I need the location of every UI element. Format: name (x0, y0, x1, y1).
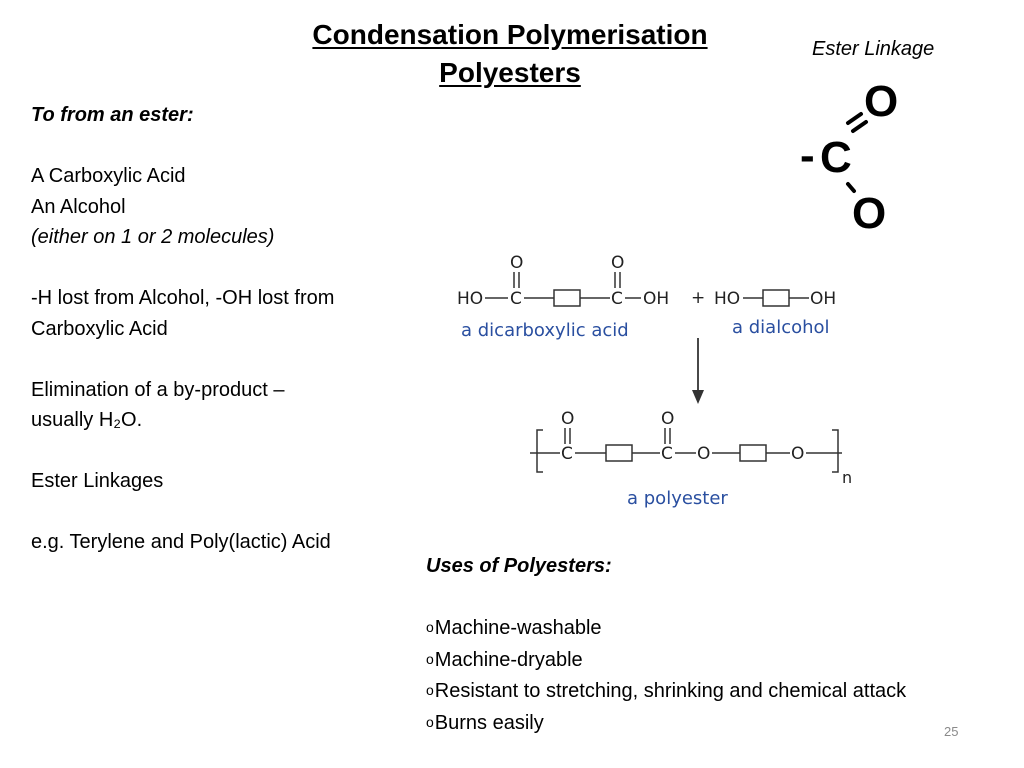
bullet-icon: o (426, 713, 434, 730)
bracket-right (832, 429, 839, 473)
elimination-line-2: usually H₂O. (31, 409, 143, 431)
polyester-label: a polyester (627, 488, 728, 509)
title-line-2: Polyesters (439, 57, 581, 88)
ester-oxygen-top: O (864, 77, 899, 126)
bracket-left (536, 429, 543, 473)
reactant-group-box (553, 289, 581, 307)
ester-single-bond (846, 182, 856, 193)
ester-linkage-label: Ester Linkage (812, 38, 935, 60)
ester-oxygen-bottom: O (852, 189, 887, 238)
example-note: e.g. Terylene and Poly(lactic) Acid (31, 531, 331, 553)
polyester-reaction-scheme: HO C O C O OH + HO OH a dicarboxylic aci… (457, 253, 852, 509)
use-item: oMachine-washable (426, 617, 602, 639)
loss-line-1: -H lost from Alcohol, -OH lost from (31, 287, 335, 309)
repeat-subscript-n: n (842, 468, 852, 487)
bullet-icon: o (426, 619, 434, 635)
dialcohol-ho: HO (714, 289, 740, 309)
polymer-o-left: O (561, 409, 574, 429)
ester-carbon: C (820, 133, 852, 182)
uses-of-polyesters: Uses of Polyesters: oMachine-washable oM… (426, 551, 1016, 738)
polymer-o-end: O (791, 444, 804, 464)
dicarboxylic-acid-label: a dicarboxylic acid (461, 320, 629, 341)
dialcohol-group-box (762, 289, 790, 307)
reactant-o-left: O (510, 253, 523, 273)
polymer-group-box-2 (739, 444, 767, 462)
use-item: oMachine-dryable (426, 648, 583, 671)
polymer-c-left: C (561, 444, 573, 464)
ester-double-bond-2 (851, 120, 868, 133)
plus-sign: + (691, 288, 705, 308)
ester-formation-notes: To from an ester: A Carboxylic Acid An A… (31, 100, 411, 558)
polymer-ester-o: O (697, 444, 710, 464)
loss-line-2: Carboxylic Acid (31, 317, 168, 340)
elimination-line-1: Elimination of a by-product – (31, 378, 285, 401)
ester-linkage-structure: - C O O (790, 78, 930, 238)
reactant-c-left: C (510, 289, 522, 309)
reactant-o-right: O (611, 253, 624, 273)
polymer-group-box-1 (605, 444, 633, 462)
reactant-oh: OH (643, 289, 669, 309)
use-item: oResistant to stretching, shrinking and … (426, 680, 907, 702)
reaction-arrow-head (692, 390, 704, 404)
page-number: 25 (944, 724, 959, 739)
slide-title: Condensation Polymerisation Polyesters (250, 16, 770, 92)
ingredient-alcohol: An Alcohol (31, 195, 126, 218)
use-item: oBurns easily (426, 711, 544, 734)
ester-dash: - (800, 131, 815, 180)
dialcohol-oh: OH (810, 289, 836, 309)
ester-bonds (846, 112, 868, 193)
reactant-ho: HO (457, 289, 483, 309)
dialcohol-label: a dialcohol (732, 317, 830, 338)
polymer-c-right: C (661, 444, 673, 464)
bullet-icon: o (426, 682, 434, 698)
scheme-labels: a dicarboxylic acid a dialcohol a polyes… (461, 317, 830, 509)
polymer-o-right: O (661, 409, 674, 429)
bullet-icon: o (426, 650, 434, 667)
ingredient-note: (either on 1 or 2 molecules) (31, 226, 275, 248)
uses-heading: Uses of Polyesters: (426, 555, 612, 577)
title-line-1: Condensation Polymerisation (312, 19, 708, 50)
ester-double-bond-1 (846, 112, 863, 125)
ingredient-carboxylic-acid: A Carboxylic Acid (31, 165, 186, 187)
ester-linkages-note: Ester Linkages (31, 470, 164, 492)
notes-heading: To from an ester: (31, 104, 194, 126)
reactant-c-right: C (611, 289, 623, 309)
